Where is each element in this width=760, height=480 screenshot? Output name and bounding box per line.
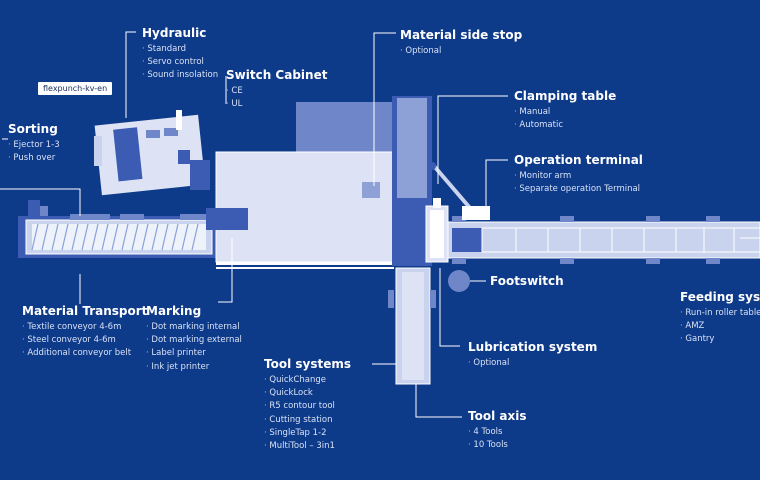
lubrication-system-title: Lubrication system	[468, 340, 598, 354]
tool-axis-item: 10 Tools	[468, 439, 526, 452]
hydraulic-item: Standard	[142, 43, 218, 56]
marking-title: Marking	[146, 304, 202, 318]
tool-systems-item: QuickChange	[264, 374, 351, 387]
marking-item: Label printer	[146, 347, 242, 360]
hydraulic-title: Hydraulic	[142, 26, 207, 40]
marking-item: Ink jet printer	[146, 361, 242, 374]
tool-systems-item: R5 contour tool	[264, 400, 351, 413]
footswitch	[448, 270, 470, 292]
material-transport-item: Additional conveyor belt	[22, 347, 147, 360]
tool-axis-item: 4 Tools	[468, 426, 526, 439]
callout-clamping-table: Clamping table Manual Automatic	[514, 89, 616, 132]
switch-cabinet-item: UL	[226, 98, 327, 111]
callout-feeding-system: Feeding system Run-in roller table AMZ G…	[680, 290, 760, 347]
callout-material-side-stop: Material side stop Optional	[400, 28, 522, 58]
machine-body	[206, 151, 395, 269]
sorting-title: Sorting	[8, 122, 58, 136]
marking-item: Dot marking external	[146, 334, 242, 347]
feeding-system-title: Feeding system	[680, 290, 760, 304]
tool-systems-item: Cutting station	[264, 414, 351, 427]
clamping-table-item: Automatic	[514, 119, 616, 132]
operation-terminal	[428, 162, 490, 220]
sorting-item: Push over	[8, 152, 60, 165]
operation-terminal-item: Separate operation Terminal	[514, 183, 643, 196]
material-transport-title: Material Transport	[22, 304, 148, 318]
material-side-stop-item: Optional	[400, 45, 522, 58]
tool-systems-item: MultiTool – 3in1	[264, 440, 351, 453]
callout-material-transport: Material Transport Textile conveyor 4-6m…	[22, 304, 147, 361]
tool-axis-title: Tool axis	[468, 409, 527, 423]
callout-operation-terminal: Operation terminal Monitor arm Separate …	[514, 153, 643, 196]
callout-switch-cabinet: Switch Cabinet CE UL	[226, 68, 327, 111]
clamping-table-item: Manual	[514, 106, 616, 119]
callout-tool-systems: Tool systems QuickChange QuickLock R5 co…	[264, 357, 351, 453]
feeding-system-item: Gantry	[680, 333, 760, 346]
footswitch-title: Footswitch	[490, 274, 564, 288]
switch-cabinet-title: Switch Cabinet	[226, 68, 328, 82]
callout-hydraulic: Hydraulic Standard Servo control Sound i…	[142, 26, 218, 83]
material-side-stop-title: Material side stop	[400, 28, 523, 42]
hydraulic-item: Servo control	[142, 56, 218, 69]
hydraulic-unit	[94, 110, 210, 196]
material-transport-item: Steel conveyor 4-6m	[22, 334, 147, 347]
callout-sorting: Sorting Ejector 1-3 Push over	[8, 122, 60, 165]
feeding-system-item: Run-in roller table	[680, 307, 760, 320]
callout-marking: Marking Dot marking internal Dot marking…	[146, 304, 242, 374]
clamping-table-title: Clamping table	[514, 89, 617, 103]
operation-terminal-item: Monitor arm	[514, 170, 643, 183]
tool-systems-item: SingleTap 1-2	[264, 427, 351, 440]
sorting-item: Ejector 1-3	[8, 139, 59, 152]
callout-lubrication-system: Lubrication system Optional	[468, 340, 597, 370]
hydraulic-item: Sound insolation	[142, 69, 218, 82]
tool-axis-column	[388, 96, 436, 385]
tool-systems-item: QuickLock	[264, 387, 351, 400]
tool-systems-title: Tool systems	[264, 357, 351, 371]
material-transport-conveyor	[18, 200, 218, 258]
operation-terminal-title: Operation terminal	[514, 153, 643, 167]
material-transport-item: Textile conveyor 4-6m	[22, 321, 147, 334]
image-tag: flexpunch-kv-en	[38, 82, 113, 95]
lubrication-system-item: Optional	[468, 357, 597, 370]
callout-footswitch: Footswitch	[490, 274, 564, 291]
marking-item: Dot marking internal	[146, 321, 242, 334]
clamping-table	[425, 198, 449, 263]
switch-cabinet-item: CE	[226, 85, 327, 98]
feeding-system-conveyor	[445, 216, 760, 264]
callout-tool-axis: Tool axis 4 Tools 10 Tools	[468, 409, 526, 452]
feeding-system-item: AMZ	[680, 320, 760, 333]
